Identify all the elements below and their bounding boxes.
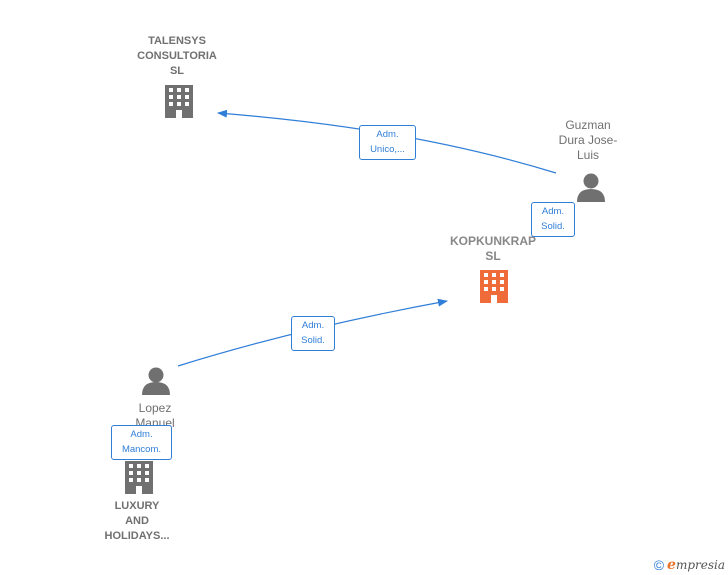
person-icon[interactable] (577, 173, 605, 203)
edge-label-guzman-kopkunkrap[interactable]: Adm. Solid. (531, 202, 575, 237)
empresia-logo: empresia (667, 557, 725, 573)
brand-initial: e (667, 557, 676, 573)
edge-label-lopez-luxury[interactable]: Adm. Mancom. (111, 425, 172, 460)
node-label-guzman[interactable]: Guzman Dura Jose- Luis (558, 118, 618, 162)
node-label-luxury[interactable]: LUXURY AND HOLIDAYS... (104, 500, 170, 542)
edge-label-lopez-kopkunkrap[interactable]: Adm. Solid. (291, 316, 335, 351)
edge-label-guzman-talensys[interactable]: Adm. Unico,... (359, 125, 416, 160)
brand-name: mpresia (675, 558, 725, 572)
node-label-kopkunkrap[interactable]: KOPKUNKRAP SL (449, 234, 536, 263)
building-icon[interactable] (165, 85, 193, 118)
copyright-icon: © (653, 557, 665, 573)
building-icon[interactable] (125, 461, 153, 494)
node-label-talensys[interactable]: TALENSYS CONSULTORIA SL (137, 35, 217, 77)
person-icon[interactable] (142, 367, 170, 396)
building-icon[interactable] (480, 270, 508, 303)
empresia-watermark[interactable]: © empresia (654, 557, 725, 573)
